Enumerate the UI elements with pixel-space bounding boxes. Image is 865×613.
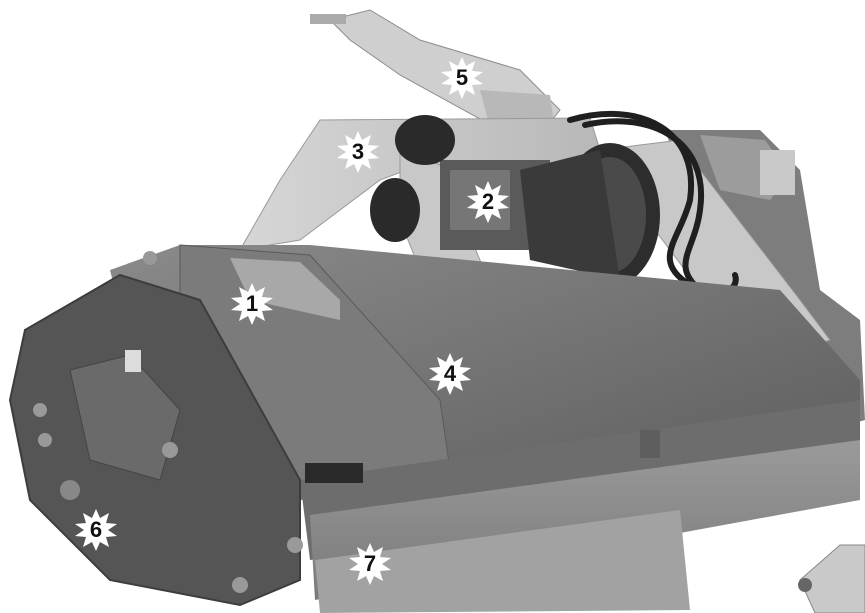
starburst-icon [75,509,117,551]
callout-label-4: 4 [443,361,457,386]
side-end-plate [8,251,303,607]
callout-7: 7 [348,542,392,586]
callout-label-1: 1 [245,291,259,316]
callout-label-6: 6 [89,517,103,542]
starburst-icon [467,181,509,223]
callout-label-7: 7 [363,551,377,576]
front-skirt [300,400,860,613]
callout-1: 1 [230,282,274,326]
starburst-icon [429,353,471,395]
callout-6: 6 [74,508,118,552]
callout-5: 5 [440,56,484,100]
starburst-icon [337,131,379,173]
starburst-icon [441,57,483,99]
callout-label-3: 3 [351,139,365,164]
pto-guard [370,115,660,287]
callout-3: 3 [336,130,380,174]
starburst-icon [231,283,273,325]
lower-link-arm [798,544,865,613]
callout-4: 4 [428,352,472,396]
starburst-icon [349,543,391,585]
callout-2: 2 [466,180,510,224]
callout-label-2: 2 [481,189,495,214]
callout-label-5: 5 [455,65,469,90]
top-link-bracket [310,9,561,136]
